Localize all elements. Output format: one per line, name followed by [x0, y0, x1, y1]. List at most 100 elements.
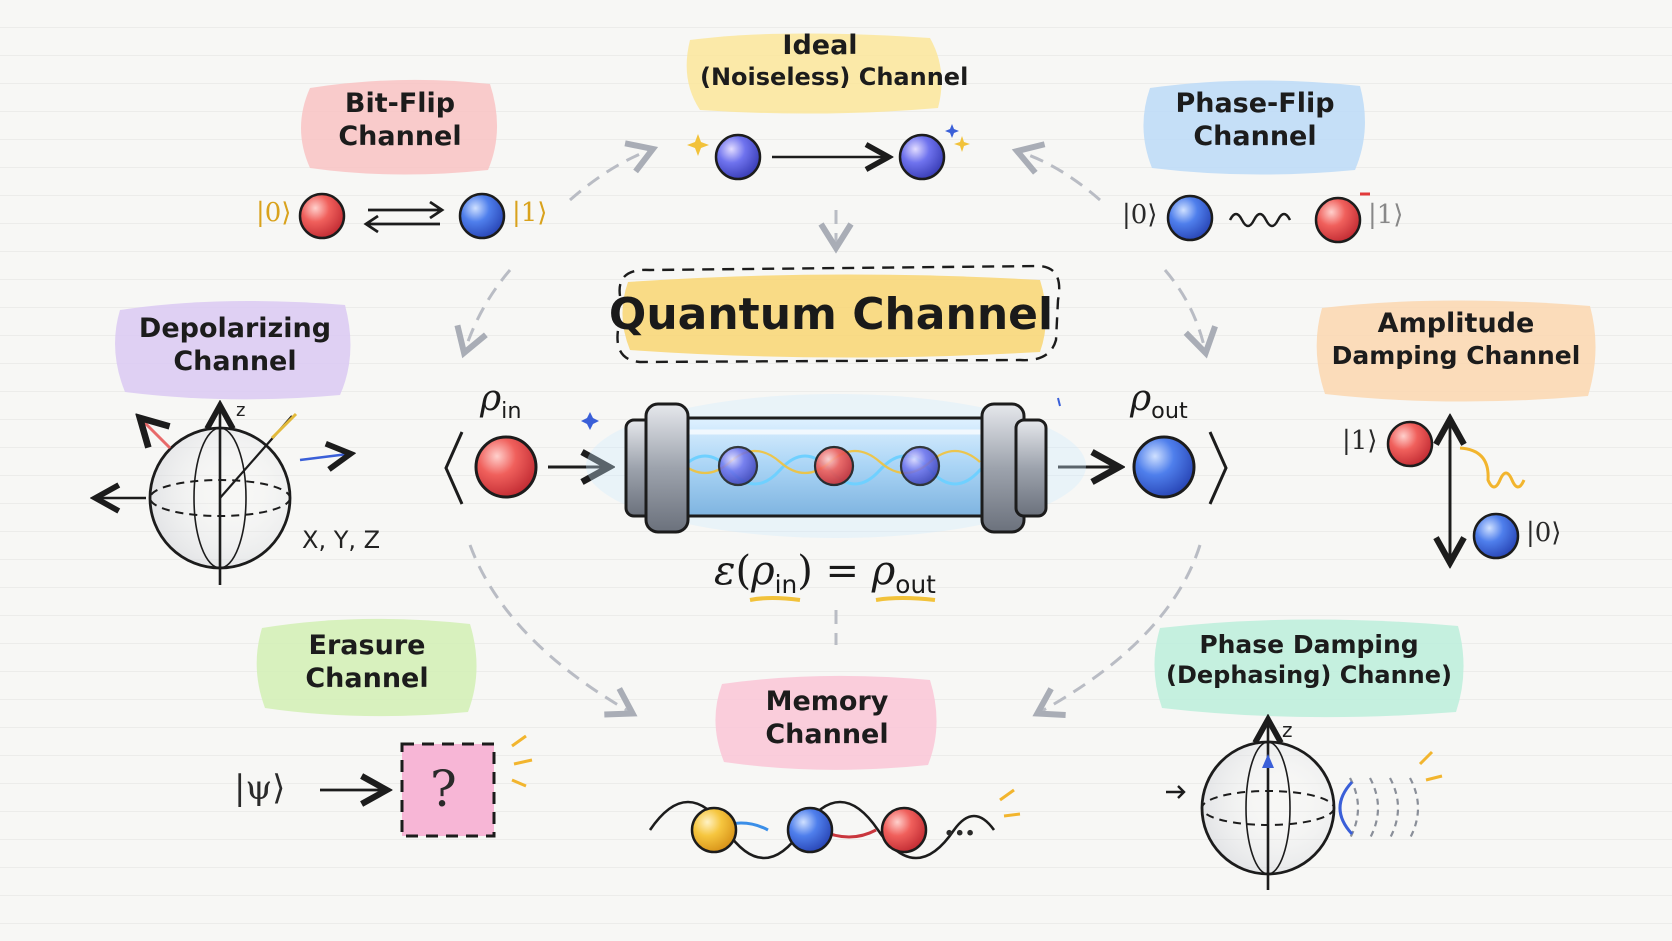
bit-flip-ket-right: |1⟩ [512, 198, 548, 228]
depolarizing-axes-label: X, Y, Z [302, 526, 381, 554]
tube-cap-right [1014, 418, 1048, 518]
amplitude-line2: Damping Channel [1331, 340, 1581, 370]
sparkle-icon [687, 134, 709, 156]
phase-damping-bloch-sphere [1166, 722, 1443, 890]
equation-sub-in: in [774, 570, 798, 599]
ideal-highlight [686, 33, 942, 114]
noise-arrow-yellow [270, 412, 298, 440]
cycle-arrow-top-left [569, 140, 659, 202]
memory-qubit-yellow [690, 806, 738, 854]
channel-io [444, 431, 1228, 505]
equation-rho-out: ρ [871, 548, 896, 594]
ideal-qubit-left [714, 133, 762, 181]
depolarizing-line2: Channel [173, 345, 297, 377]
title-highlight [622, 274, 1046, 358]
bit-flip-qubit-red [298, 192, 346, 240]
ideal-line2: (Noiseless) Channel [700, 62, 969, 91]
amplitude-damping-channel-label: Amplitude Damping Channel [1316, 308, 1596, 371]
phase-damping-line1: Phase Damping [1199, 630, 1419, 659]
depolarizing-line1: Depolarizing [138, 313, 332, 344]
depolarizing-highlight [115, 301, 351, 400]
phase-flip-line1: Phase-Flip [1175, 88, 1335, 119]
rho-out-label: ρout [1130, 378, 1188, 424]
phase-damping-highlight [1154, 619, 1464, 718]
phase-flip-qubit-blue [1166, 194, 1214, 242]
phase-flip-channel-label: Phase-Flip Channel [1150, 88, 1360, 154]
decay-wave [1459, 446, 1526, 489]
amplitude-ket-bottom: |0⟩ [1526, 518, 1562, 548]
tube-qubit [813, 445, 855, 487]
equation-underline-left [749, 596, 801, 602]
input-bracket-left [444, 431, 464, 505]
equation-open-paren: ( [735, 548, 752, 594]
amplitude-line1: Amplitude [1377, 308, 1535, 339]
ideal-line1: Ideal [782, 30, 858, 61]
cycle-arrow-right-upper [1163, 269, 1218, 359]
bit-flip-ket-left: |0⟩ [256, 198, 292, 228]
memory-line2: Channel [765, 718, 889, 750]
amplitude-ket-top: |1⟩ [1342, 426, 1378, 456]
phase-damping-channel-label: Phase Damping (Dephasing) Channe) [1156, 630, 1462, 690]
erasure-box [400, 742, 496, 838]
memory-channel-label: Memory Channel [722, 686, 932, 752]
memory-highlight [715, 675, 937, 770]
tube-qubit [717, 445, 759, 487]
memory-ellipsis: ... [944, 808, 976, 843]
ideal-channel-label: Ideal (Noiseless) Channel [700, 30, 969, 92]
bit-flip-channel-label: Bit-Flip Channel [300, 88, 500, 154]
phase-flip-ket-left: |0⟩ [1122, 200, 1158, 230]
depolarizing-bloch-sphere [98, 408, 348, 585]
erasure-line2: Channel [305, 662, 429, 694]
erasure-question-mark: ? [430, 760, 457, 818]
equation-underline-right [875, 596, 936, 602]
noise-arrow-blue [299, 454, 348, 460]
phase-damping-z-label: z [1282, 718, 1293, 742]
bit-flip-qubit-blue [458, 192, 506, 240]
output-bracket-right [1208, 431, 1228, 505]
amplitude-damping-diagram [1386, 420, 1526, 560]
bit-flip-highlight [301, 79, 498, 175]
phase-flip-line2: Channel [1193, 120, 1317, 152]
cycle-arrow-left-lower [468, 544, 638, 718]
memory-line1: Memory [765, 686, 889, 717]
ideal-qubits [687, 124, 970, 181]
erasure-highlight [256, 618, 477, 717]
equation-rho-in: ρ [751, 548, 775, 594]
title-dashed-frame [616, 264, 1061, 364]
rho-in-symbol: ρ [480, 378, 502, 419]
amplitude-damping-highlight [1316, 300, 1596, 402]
cycle-arrow-left-upper [454, 269, 512, 359]
amplitude-qubit-red [1386, 420, 1434, 468]
memory-qubit-red [880, 806, 928, 854]
cycle-arrow-right-lower [1032, 544, 1202, 718]
equation-epsilon: ε [714, 548, 736, 594]
rho-in-subscript: in [501, 398, 522, 425]
cycle-arrows [454, 140, 1218, 718]
label-highlights [115, 33, 1596, 770]
bit-flip-line1: Bit-Flip [344, 88, 456, 119]
equation-close-equals: ) = [797, 548, 860, 594]
rho-out-symbol: ρ [1130, 378, 1152, 419]
tube-qubit [899, 445, 941, 487]
phase-flip-highlight [1143, 80, 1365, 175]
swap-arrows-icon [363, 200, 445, 234]
phase-flip-qubit-red [1314, 196, 1362, 244]
dephasing-rings [1349, 777, 1420, 839]
wavy-line-icon [1228, 212, 1292, 228]
rho-in-label: ρin [480, 378, 522, 424]
depolarizing-z-label: z [236, 400, 246, 421]
equation-sub-out: out [895, 570, 936, 599]
depolarizing-channel-label: Depolarizing Channel [118, 313, 352, 379]
page-title: Quantum Channel [608, 288, 1054, 340]
sparkle-icon [945, 124, 959, 138]
erasure-line1: Erasure [308, 630, 426, 661]
memory-qubit-blue [786, 806, 834, 854]
memory-diagram [648, 788, 1021, 860]
ideal-qubit-right [898, 133, 946, 181]
erasure-ket: |ψ⟩ [234, 768, 286, 808]
input-qubit [474, 435, 538, 499]
phase-flip-ket-right: |1⟩ [1368, 200, 1404, 230]
erasure-channel-label: Erasure Channel [262, 630, 472, 696]
amplitude-qubit-blue [1472, 512, 1520, 560]
